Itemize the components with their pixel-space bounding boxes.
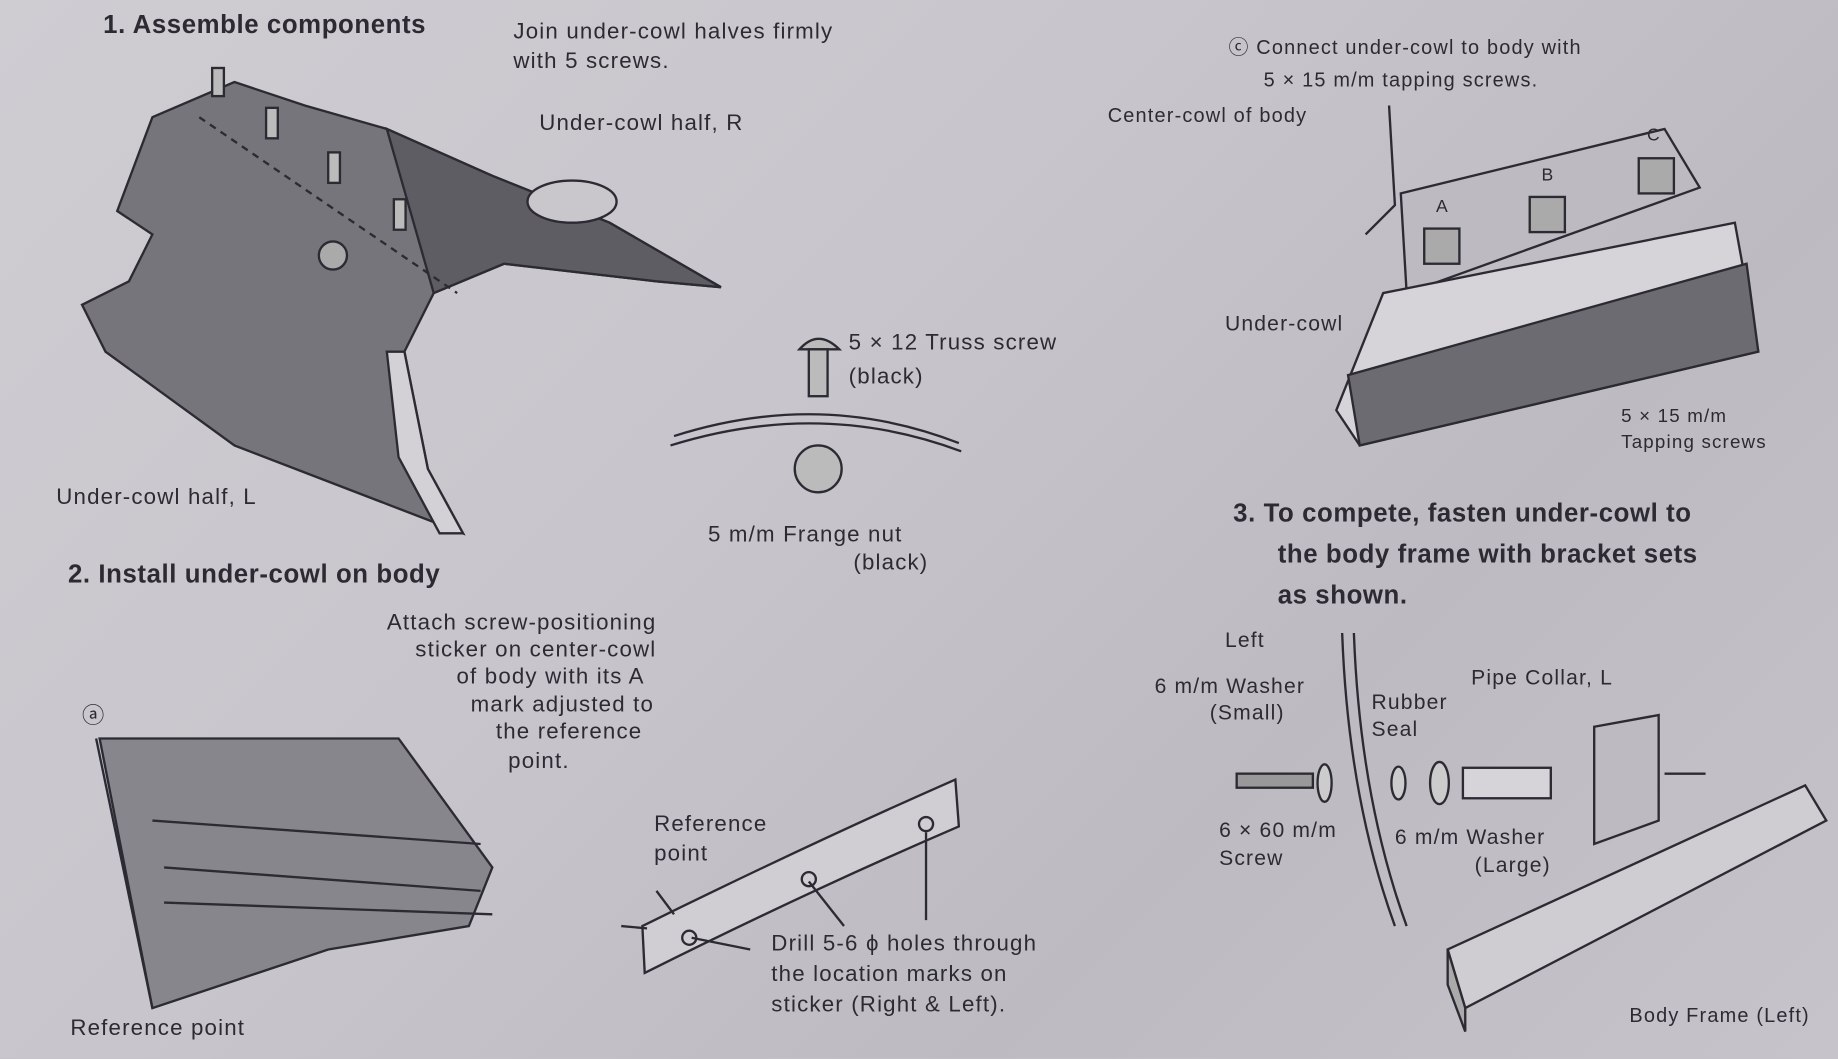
label-reference-point-2-line1: Reference [654,812,768,837]
label-left: Left [1224,628,1265,652]
label-washer-small: 6 m/m Washer [1154,674,1306,698]
under-cowl-assembly-illustration [80,80,722,536]
step3-title-line1: 3. To compete, fasten under-cowl to [1233,498,1692,528]
label-tapping-screws: Tapping screws [1621,432,1767,453]
label-screw-size: 6 × 60 m/m [1219,818,1337,842]
step2-title: 2. Install under-cowl on body [67,559,441,589]
step1-instruction-line1: Join under-cowl halves firmly [513,19,834,45]
screw-icons [210,66,407,271]
label-flange-nut-color: (black) [853,550,929,576]
step1-instruction-line2: with 5 screws. [513,49,670,74]
label-tapping-screws-size: 5 × 15 m/m [1621,406,1728,427]
step3-title-line3: as shown. [1277,580,1408,610]
label-rubber-seal-line1: Rubber [1371,690,1448,714]
step2-instruction-line3: of body with its A [456,664,645,690]
drill-note-line2: the location marks on [771,962,1008,987]
label-reference-point-2-line2: point [654,841,709,867]
mark-c: C [1646,125,1661,146]
truss-screw-and-nut-illustration [670,337,962,494]
drill-note-line1: Drill 5-6 ϕ holes through [771,931,1038,957]
sticker-illustration [621,777,961,975]
step2-instruction-line1: Attach screw-positioning [386,610,657,636]
label-flange-nut: 5 m/m Frange nut [708,522,903,548]
step2-instruction-line4: mark adjusted to [470,692,655,718]
label-reference-point-1: Reference point [70,1016,246,1041]
label-body-frame: Body Frame (Left) [1629,1004,1810,1027]
label-under-cowl-half-l: Under-cowl half, L [56,485,257,510]
label-pipe-collar: Pipe Collar, L [1471,665,1614,690]
label-washer-large: 6 m/m Washer [1394,825,1546,849]
mark-b: B [1541,165,1555,186]
step-c-instruction-line2: 5 × 15 m/m tapping screws. [1263,69,1539,92]
label-washer-small-size: (Small) [1209,700,1285,725]
label-washer-large-size: (Large) [1474,853,1551,877]
label-screw: Screw [1219,846,1284,870]
label-under-cowl: Under-cowl [1224,311,1344,336]
marker-a: ⓐ [82,704,106,730]
step3-title-line2: the body frame with bracket sets [1277,539,1698,569]
step2-instruction-line2: sticker on center-cowl [415,637,657,663]
mark-a: A [1435,196,1449,217]
body-cowl-illustration [94,737,494,1010]
label-center-cowl: Center-cowl of body [1107,104,1308,127]
label-truss-screw-color: (black) [848,364,924,390]
bracket-set-illustration [1235,632,1828,1032]
step1-title: 1. Assemble components [103,9,427,39]
step2-instruction-line5: the reference [495,719,643,745]
step2-instruction-line6: point. [508,749,570,774]
under-cowl-body-connection-illustration [1334,105,1760,447]
step-c-instruction-line1: ⓒ Connect under-cowl to body with [1228,36,1582,59]
label-rubber-seal-line2: Seal [1371,717,1419,741]
drill-note-line3: sticker (Right & Left). [771,992,1007,1018]
label-truss-screw: 5 × 12 Truss screw [848,330,1058,356]
label-under-cowl-half-r: Under-cowl half, R [539,111,744,136]
